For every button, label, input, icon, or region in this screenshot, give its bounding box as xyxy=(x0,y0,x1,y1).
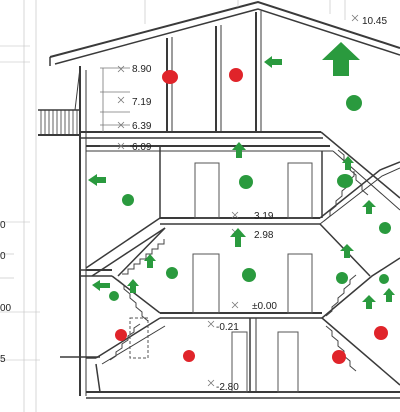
door-upper-2 xyxy=(287,162,313,219)
red-dot-icon xyxy=(115,329,127,341)
door-basement-3 xyxy=(277,331,299,393)
basement-left-slope-bottom xyxy=(101,325,166,365)
balcony-support xyxy=(74,67,81,111)
level-label-639: 6.39 xyxy=(132,121,152,132)
level-label-609: 6.09 xyxy=(132,142,152,153)
green-dot-icon xyxy=(166,267,178,279)
door-upper-1 xyxy=(194,162,220,219)
level-tick-319 xyxy=(231,211,239,219)
level-label-1045: 10.45 xyxy=(362,16,387,27)
stair-basement-left xyxy=(109,323,141,361)
basement-retaining xyxy=(95,363,101,393)
green-dot-icon xyxy=(346,95,362,111)
balcony xyxy=(38,67,81,136)
red-dot-icon xyxy=(374,326,388,340)
ground-balcony xyxy=(80,269,112,277)
level-label-298: 2.98 xyxy=(254,230,274,241)
stair-ground-right xyxy=(325,274,357,317)
red-dot-icon xyxy=(162,70,178,84)
green-arrow-icon xyxy=(342,156,354,170)
red-dot-icon xyxy=(183,350,195,362)
left-edge-fragments: 0 0 00 5 xyxy=(0,220,12,365)
level-tick-639 xyxy=(117,121,125,129)
green-dot-icon xyxy=(239,175,253,189)
green-dot-icon xyxy=(379,274,389,284)
green-arrow-icon xyxy=(340,244,354,258)
mid-diagonal-left xyxy=(117,227,166,277)
green-arrow-icon xyxy=(92,280,110,291)
door-basement-2 xyxy=(231,331,248,393)
red-dot-icon xyxy=(332,350,346,364)
green-dot-icon xyxy=(336,272,348,284)
green-arrow-icon xyxy=(362,200,376,214)
level-label-021: -0.21 xyxy=(216,322,239,333)
mid-left-slope-top xyxy=(85,217,161,269)
left-fragment-1: 0 xyxy=(0,220,6,231)
level-label-319: 3.19 xyxy=(254,211,274,222)
level-label-719: 7.19 xyxy=(132,97,152,108)
green-arrow-icon xyxy=(144,254,156,268)
upper-stair-slope xyxy=(320,131,400,199)
level-tick-719 xyxy=(117,96,125,104)
level-tick-000 xyxy=(231,301,239,309)
door-mid-1 xyxy=(192,253,220,314)
left-fragment-3: 00 xyxy=(0,303,12,314)
green-arrow-icon xyxy=(362,295,376,309)
level-label-000: ±0.00 xyxy=(252,301,277,312)
door-mid-2 xyxy=(287,253,313,314)
level-tick-609 xyxy=(117,142,125,150)
balcony-balusters xyxy=(40,110,78,135)
green-dot-icon xyxy=(337,174,353,188)
ground-right-slope xyxy=(321,257,400,319)
stair-mid-left xyxy=(122,239,165,275)
mid-right-slope-top xyxy=(319,161,400,219)
level-label-280: -2.80 xyxy=(216,382,239,393)
red-markers xyxy=(115,68,388,364)
green-dot-icon xyxy=(242,268,256,282)
green-arrow-icon xyxy=(232,142,246,158)
green-dot-icon xyxy=(122,194,134,206)
stair-upper-right xyxy=(337,149,369,196)
left-fragment-4: 5 xyxy=(0,354,6,365)
stair-basement-right xyxy=(325,325,357,372)
level-tick-1045 xyxy=(351,14,359,22)
level-tick-890 xyxy=(117,65,125,73)
green-arrow-icon xyxy=(264,56,282,68)
level-labels: 10.45 8.90 7.19 6.39 6.09 3.19 2.98 ±0.0… xyxy=(132,16,387,393)
doors xyxy=(129,162,313,393)
building-section xyxy=(49,0,400,399)
green-dot-icon xyxy=(109,291,119,301)
mid-right-slope-bottom xyxy=(319,167,400,225)
green-arrow-icon xyxy=(127,279,139,293)
faint-gridlines xyxy=(0,0,346,412)
level-tick-280 xyxy=(207,379,215,387)
roof-line xyxy=(49,0,400,58)
green-markers xyxy=(88,42,395,309)
green-arrow-icon xyxy=(322,42,360,76)
roof-inner-line xyxy=(54,8,400,65)
stair-ground-left xyxy=(117,279,149,322)
mid-left-slope-bottom xyxy=(91,227,166,277)
level-tick-021 xyxy=(207,320,215,328)
basement-right-slope xyxy=(321,317,400,386)
door-basement-1 xyxy=(129,317,149,359)
left-fragment-2: 0 xyxy=(0,251,6,262)
green-dot-icon xyxy=(379,222,391,234)
level-label-890: 8.90 xyxy=(132,64,152,75)
green-arrow-icon xyxy=(383,288,395,302)
green-arrow-icon xyxy=(88,174,106,186)
red-dot-icon xyxy=(229,68,243,82)
green-arrow-icon xyxy=(230,228,246,247)
